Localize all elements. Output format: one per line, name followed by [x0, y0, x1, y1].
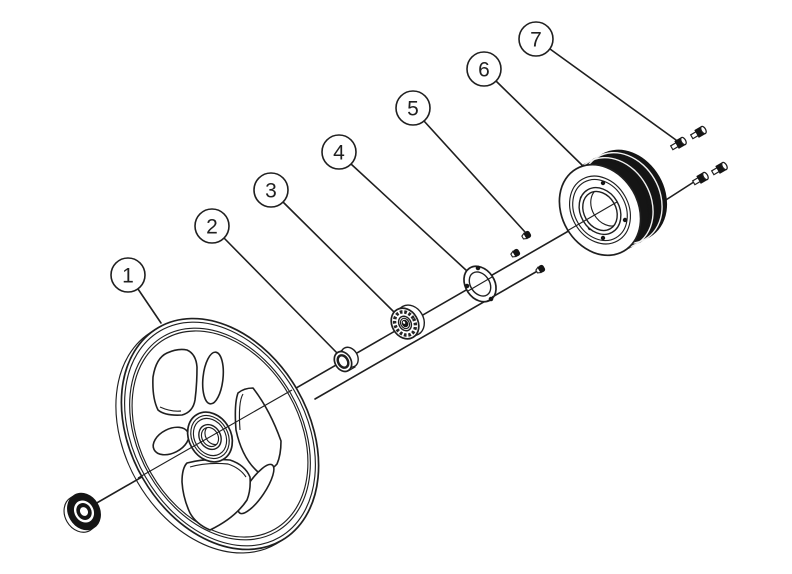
leader-5: [423, 120, 526, 233]
callout-3: 3: [253, 172, 289, 208]
callout-2-label: 2: [206, 216, 218, 239]
leader-2: [223, 237, 340, 356]
leader-4: [350, 163, 468, 272]
wheel: [115, 317, 320, 554]
callout-7-label: 7: [530, 29, 542, 52]
set-screw-pins: [510, 230, 546, 274]
callout-4-label: 4: [333, 142, 345, 165]
spacer-bushing: [333, 346, 359, 373]
callout-6: 6: [466, 51, 502, 87]
callout-4: 4: [321, 134, 357, 170]
leader-3: [282, 201, 400, 318]
callout-5-label: 5: [407, 98, 419, 121]
cap-screws: [669, 125, 728, 186]
callout-5: 5: [395, 90, 431, 126]
leader-1: [137, 288, 162, 324]
cap-screw: [669, 136, 687, 151]
leader-lines: [137, 48, 677, 356]
cap-screw: [710, 161, 728, 176]
callout-1: 1: [110, 257, 146, 293]
pin: [521, 230, 532, 240]
pulley-drum: [558, 149, 668, 257]
pin: [535, 264, 546, 274]
callout-6-label: 6: [478, 59, 490, 82]
pin: [510, 248, 521, 258]
leader-7: [549, 48, 677, 141]
cap-screw: [691, 171, 709, 186]
leader-6: [495, 80, 585, 168]
cap-screw: [689, 125, 707, 140]
callout-7: 7: [518, 21, 554, 57]
callout-1-label: 1: [122, 265, 134, 288]
retaining-washer: [463, 265, 497, 303]
callout-3-label: 3: [265, 180, 277, 203]
wheel-spoke-openings: [152, 348, 282, 531]
hub-bearing: [63, 492, 101, 533]
callout-2: 2: [194, 208, 230, 244]
ball-bearing: [390, 304, 426, 340]
